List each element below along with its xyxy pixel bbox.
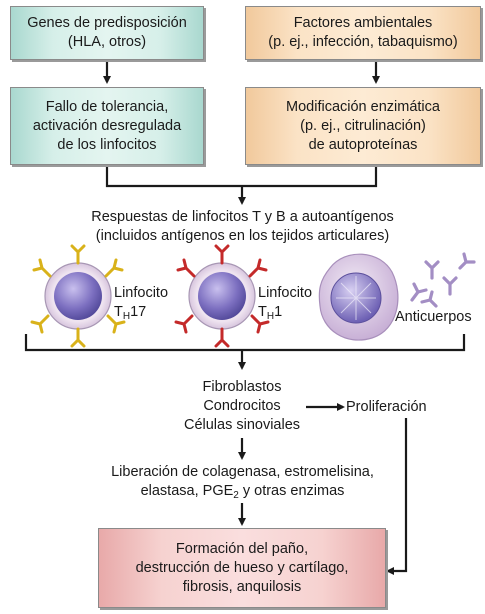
th1-cell [174,244,270,348]
liberacion-sub: 2 [233,490,239,501]
label-anticuerpos: Anticuerpos [395,309,472,325]
arrow-proliferacion-to-formacion [386,418,408,575]
cell-type-fibroblastos: Fibroblastos [202,379,282,395]
plasma-cell [318,253,399,341]
label-th1: Linfocito TH1 [258,284,312,323]
box-ambientales-line2: (p. ej., infección, tabaquismo) [268,34,458,50]
label-th17-line2: TH17 [114,303,168,323]
th17-cell [30,244,126,348]
box-formacion-line3: fibrosis, anquilosis [182,578,302,595]
liberacion-prefix: elastasa, PGE [140,483,234,499]
label-th1-sub: H [266,311,275,322]
antibodies [410,252,476,308]
box-fallo-line1: Fallo de tolerancia, [45,98,169,115]
cell-types: Fibroblastos Condrocitos Células sinovia… [142,378,342,435]
box-formacion-line1: Formación del paño, [175,540,309,557]
label-th17-prefix: T [114,304,123,320]
label-th17-sub: H [122,311,131,322]
label-th17-suffix: 17 [130,304,147,320]
respuestas-line1: Respuestas de linfocitos T y B a autoant… [91,209,394,225]
cell-type-condrocitos: Condrocitos [203,398,281,414]
bracket-merge-cells [24,334,466,352]
label-th17-line1: Linfocito [114,285,169,301]
th17-receptors [30,244,126,348]
box-genes-line1: Genes de predisposición [27,15,187,31]
proliferacion-text: Proliferación [346,399,427,415]
box-modificacion-line2: (p. ej., citrulinación) [300,117,426,134]
box-fallo: Fallo de tolerancia, activación desregul… [10,87,204,165]
box-modificacion-line3: de autoproteínas [308,136,418,153]
box-formacion-line2: destrucción de hueso y cartílago, [135,559,349,576]
respuestas-line2: (incluidos antígenos en los tejidos arti… [95,228,390,244]
box-modificacion-line1: Modificación enzimática [286,98,440,115]
box-genes-line2: (HLA, otros) [67,34,147,50]
respuestas-text: Respuestas de linfocitos T y B a autoant… [0,208,485,246]
liberacion-suffix: y otras enzimas [238,483,345,499]
label-th17: Linfocito TH17 [114,284,168,323]
liberacion-text: Liberación de colagenasa, estromelisina,… [0,463,485,502]
box-formacion: Formación del paño, destrucción de hueso… [98,528,386,608]
label-th1-line1: Linfocito [258,285,313,301]
box-fallo-line3: de los linfocitos [57,136,157,153]
label-th1-suffix: 1 [274,304,283,320]
th1-receptors [174,244,270,348]
label-th1-prefix: T [258,304,267,320]
label-th1-line2: TH1 [258,303,312,323]
box-modificacion: Modificación enzimática (p. ej., citruli… [245,87,481,165]
liberacion-line1: Liberación de colagenasa, estromelisina, [111,464,374,480]
cell-type-sinoviales: Células sinoviales [183,417,301,433]
liberacion-line2: elastasa, PGE2 y otras enzimas [0,482,485,502]
box-fallo-line2: activación desregulada [32,117,182,134]
box-ambientales-line1: Factores ambientales [293,15,433,31]
box-genes: Genes de predisposición (HLA, otros) [10,6,204,60]
box-ambientales: Factores ambientales (p. ej., infección,… [245,6,481,60]
